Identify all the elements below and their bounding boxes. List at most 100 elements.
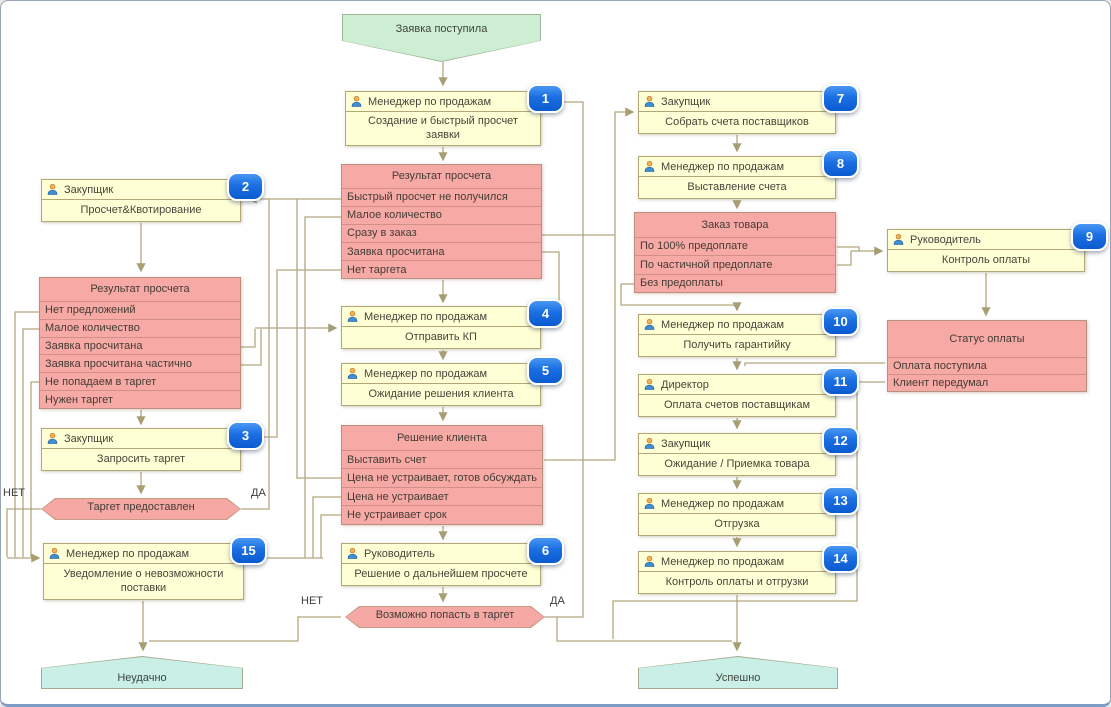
- task-action: Ожидание / Приемка товара: [664, 457, 810, 470]
- decision-calc-result-center[interactable]: Результат просчета Быстрый просчет не по…: [341, 164, 542, 279]
- task-collect-supplier-invoices[interactable]: Закупщик Собрать счета поставщиков 7: [638, 84, 859, 134]
- task-role: Менеджер по продажам: [364, 310, 488, 323]
- gateway-label: Возможно попасть в таргет: [375, 609, 515, 621]
- task-action: Отгрузка: [714, 517, 760, 530]
- decision-option[interactable]: Сразу в заказ: [342, 223, 541, 242]
- task-calc-quote[interactable]: Закупщик Просчет&Квотирование 2: [41, 172, 264, 222]
- decision-client[interactable]: Решение клиента Выставить счет Цена не у…: [341, 425, 543, 525]
- task-role: Руководитель: [364, 547, 435, 560]
- edge-label-yes: ДА: [251, 487, 266, 499]
- task-payment-control[interactable]: Руководитель Контроль оплаты 9: [887, 222, 1108, 272]
- decision-option[interactable]: Нужен таргет: [40, 390, 240, 408]
- decision-option[interactable]: Не устраивает срок: [342, 505, 542, 524]
- task-number-badge: 2: [227, 172, 264, 201]
- task-get-guarantee[interactable]: Менеджер по продажам Получить гарантийку…: [638, 307, 859, 357]
- decision-option[interactable]: Без предоплаты: [635, 273, 835, 292]
- gateway-fill: [42, 499, 240, 519]
- end-event-fail[interactable]: Неудачно: [41, 656, 243, 689]
- task-action: Ожидание решения клиента: [368, 387, 514, 400]
- start-event[interactable]: Заявка поступила: [342, 14, 541, 62]
- task-role: Менеджер по продажам: [368, 95, 492, 108]
- decision-option[interactable]: Клиент передумал: [888, 373, 1086, 391]
- gateway-label: Таргет предоставлен: [87, 501, 195, 513]
- decision-option[interactable]: Быстрый просчет не получился: [342, 187, 541, 206]
- gateway-target-possible[interactable]: Возможно попасть в таргет: [345, 606, 545, 628]
- task-notify-impossible[interactable]: Менеджер по продажам Уведомление о невоз…: [43, 536, 267, 600]
- task-wait-goods[interactable]: Закупщик Ожидание / Приемка товара 12: [638, 426, 859, 476]
- task-role: Менеджер по продажам: [364, 367, 488, 380]
- task-shipment[interactable]: Менеджер по продажам Отгрузка 13: [638, 486, 859, 536]
- task-role: Менеджер по продажам: [661, 555, 785, 568]
- task-action: Собрать счета поставщиков: [665, 115, 809, 128]
- task-request-target[interactable]: Закупщик Запросить таргет 3: [41, 421, 264, 471]
- task-number-badge: 5: [527, 356, 564, 385]
- task-role: Директор: [661, 378, 709, 391]
- decision-option[interactable]: Заявка просчитана: [342, 242, 541, 260]
- task-action: Запросить таргет: [96, 452, 186, 465]
- person-icon: [643, 437, 656, 450]
- decision-order[interactable]: Заказ товара По 100% предоплате По части…: [634, 212, 836, 293]
- task-number-badge: 14: [822, 544, 859, 573]
- person-icon: [346, 367, 359, 380]
- task-action: Отправить КП: [405, 330, 477, 343]
- decision-option[interactable]: По 100% предоплате: [635, 236, 835, 255]
- decision-option[interactable]: Оплата поступила: [888, 356, 1086, 374]
- task-wait-client-decision[interactable]: Менеджер по продажам Ожидание решения кл…: [341, 356, 564, 406]
- decision-title: Заказ товара: [701, 218, 769, 231]
- decision-option[interactable]: Заявка просчитана: [40, 336, 240, 355]
- task-send-proposal[interactable]: Менеджер по продажам Отправить КП 4: [341, 299, 564, 349]
- decision-option[interactable]: По частичной предоплате: [635, 255, 835, 273]
- task-role: Закупщик: [64, 432, 114, 445]
- decision-calc-result-left[interactable]: Результат просчета Нет предложений Малое…: [39, 277, 241, 409]
- gateway-fill: [346, 607, 544, 627]
- decision-title: Результат просчета: [391, 170, 492, 183]
- task-number-badge: 1: [527, 84, 564, 113]
- person-icon: [346, 310, 359, 323]
- task-issue-invoice[interactable]: Менеджер по продажам Выставление счета 8: [638, 149, 859, 199]
- start-event-label: Заявка поступила: [395, 23, 488, 35]
- task-number-badge: 12: [822, 426, 859, 455]
- task-number-badge: 11: [822, 367, 859, 396]
- decision-option[interactable]: Нет таргета: [342, 260, 541, 278]
- task-role: Менеджер по продажам: [661, 497, 785, 510]
- edge-label-no: НЕТ: [301, 595, 323, 607]
- task-control-payment-shipment[interactable]: Менеджер по продажам Контроль оплаты и о…: [638, 544, 859, 594]
- task-create-request[interactable]: Менеджер по продажам Создание и быстрый …: [345, 84, 564, 146]
- person-icon: [46, 432, 59, 445]
- decision-option[interactable]: Цена не устраивает, готов обсуждать: [342, 468, 542, 487]
- decision-title: Результат просчета: [90, 283, 190, 296]
- decision-title: Статус оплаты: [949, 332, 1025, 345]
- decision-option[interactable]: Нет предложений: [40, 300, 240, 319]
- task-role: Закупщик: [661, 437, 711, 450]
- task-action: Уведомление о невозможности поставки: [63, 567, 224, 594]
- task-role: Закупщик: [661, 95, 711, 108]
- decision-option[interactable]: Выставить счет: [342, 449, 542, 469]
- person-icon: [643, 555, 656, 568]
- gateway-target-provided[interactable]: Таргет предоставлен: [41, 498, 241, 520]
- person-icon: [46, 183, 59, 196]
- decision-title: Решение клиента: [396, 431, 488, 444]
- decision-option[interactable]: Не попадаем в таргет: [40, 372, 240, 390]
- decision-option[interactable]: Малое количество: [40, 318, 240, 337]
- task-action: Создание и быстрый просчет заявки: [368, 114, 518, 141]
- decision-payment-status[interactable]: Статус оплаты Оплата поступила Клиент пе…: [887, 320, 1087, 392]
- end-event-success[interactable]: Успешно: [638, 656, 838, 689]
- task-number-badge: 10: [822, 307, 859, 336]
- task-action: Контроль оплаты: [941, 253, 1031, 266]
- person-icon: [643, 95, 656, 108]
- task-role: Руководитель: [910, 233, 981, 246]
- task-further-calc-decision[interactable]: Руководитель Решение о дальнейшем просче…: [341, 536, 564, 586]
- person-icon: [643, 378, 656, 391]
- task-number-badge: 3: [227, 421, 264, 450]
- task-pay-suppliers[interactable]: Директор Оплата счетов поставщикам 11: [638, 367, 859, 417]
- task-role: Закупщик: [64, 183, 114, 196]
- end-event-label: Неудачно: [117, 672, 167, 684]
- task-number-badge: 15: [230, 536, 267, 565]
- task-number-badge: 8: [822, 149, 859, 178]
- task-action: Оплата счетов поставщикам: [663, 398, 811, 411]
- task-action: Выставление счета: [687, 180, 787, 193]
- decision-option[interactable]: Цена не устраивает: [342, 486, 542, 506]
- decision-option[interactable]: Малое количество: [342, 205, 541, 224]
- edge-label-no: НЕТ: [3, 487, 25, 499]
- decision-option[interactable]: Заявка просчитана частично: [40, 354, 240, 372]
